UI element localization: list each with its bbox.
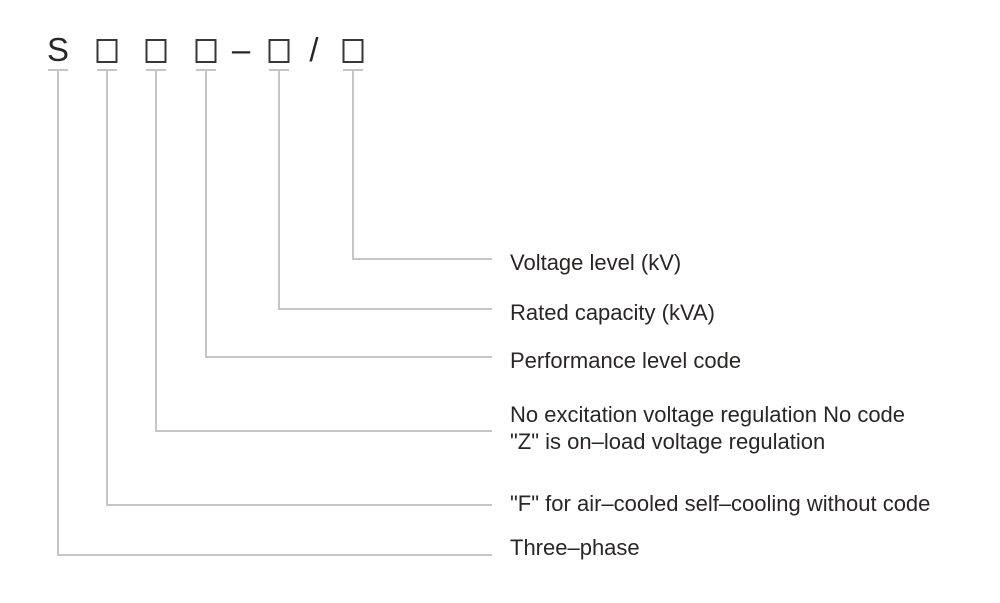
- label-performance-level: Performance level code: [510, 348, 742, 373]
- connector-phase-tick: [48, 69, 68, 71]
- connector-performance-tick: [196, 69, 216, 71]
- code-box-performance: [195, 39, 217, 63]
- connector-cooling-tick: [97, 69, 117, 71]
- label-three-phase: Three–phase: [510, 535, 640, 560]
- code-box-regulation: [145, 39, 167, 63]
- code-box-voltage: [342, 39, 364, 63]
- connector-capacity-tick: [269, 69, 289, 71]
- connector-regulation-hline: [155, 430, 492, 432]
- code-letter-s: S: [46, 31, 70, 68]
- connector-capacity-vline: [278, 71, 280, 310]
- connector-performance-vline: [205, 71, 207, 358]
- code-dash-separator: –: [231, 31, 251, 68]
- connector-voltage-hline: [352, 258, 492, 260]
- connector-phase-vline: [57, 71, 59, 556]
- connector-cooling-vline: [106, 71, 108, 506]
- connector-phase-hline: [57, 554, 492, 556]
- connector-voltage-vline: [352, 71, 354, 260]
- connector-capacity-hline: [278, 308, 492, 310]
- connector-voltage-tick: [343, 69, 363, 71]
- connector-performance-hline: [205, 356, 492, 358]
- label-voltage-regulation: No excitation voltage regulation No code…: [510, 401, 905, 455]
- label-regulation-line1: No excitation voltage regulation No code: [510, 402, 906, 427]
- connector-cooling-hline: [106, 504, 492, 506]
- code-box-cooling: [96, 39, 118, 63]
- code-slash-separator: /: [309, 31, 319, 68]
- code-box-capacity: [268, 39, 290, 63]
- label-regulation-line2: "Z" is on–load voltage regulation: [510, 429, 826, 454]
- label-voltage-level: Voltage level (kV): [510, 250, 682, 275]
- connector-regulation-tick: [146, 69, 166, 71]
- label-rated-capacity: Rated capacity (kVA): [510, 300, 716, 325]
- label-cooling: "F" for air–cooled self–cooling without …: [510, 491, 931, 516]
- connector-regulation-vline: [155, 71, 157, 432]
